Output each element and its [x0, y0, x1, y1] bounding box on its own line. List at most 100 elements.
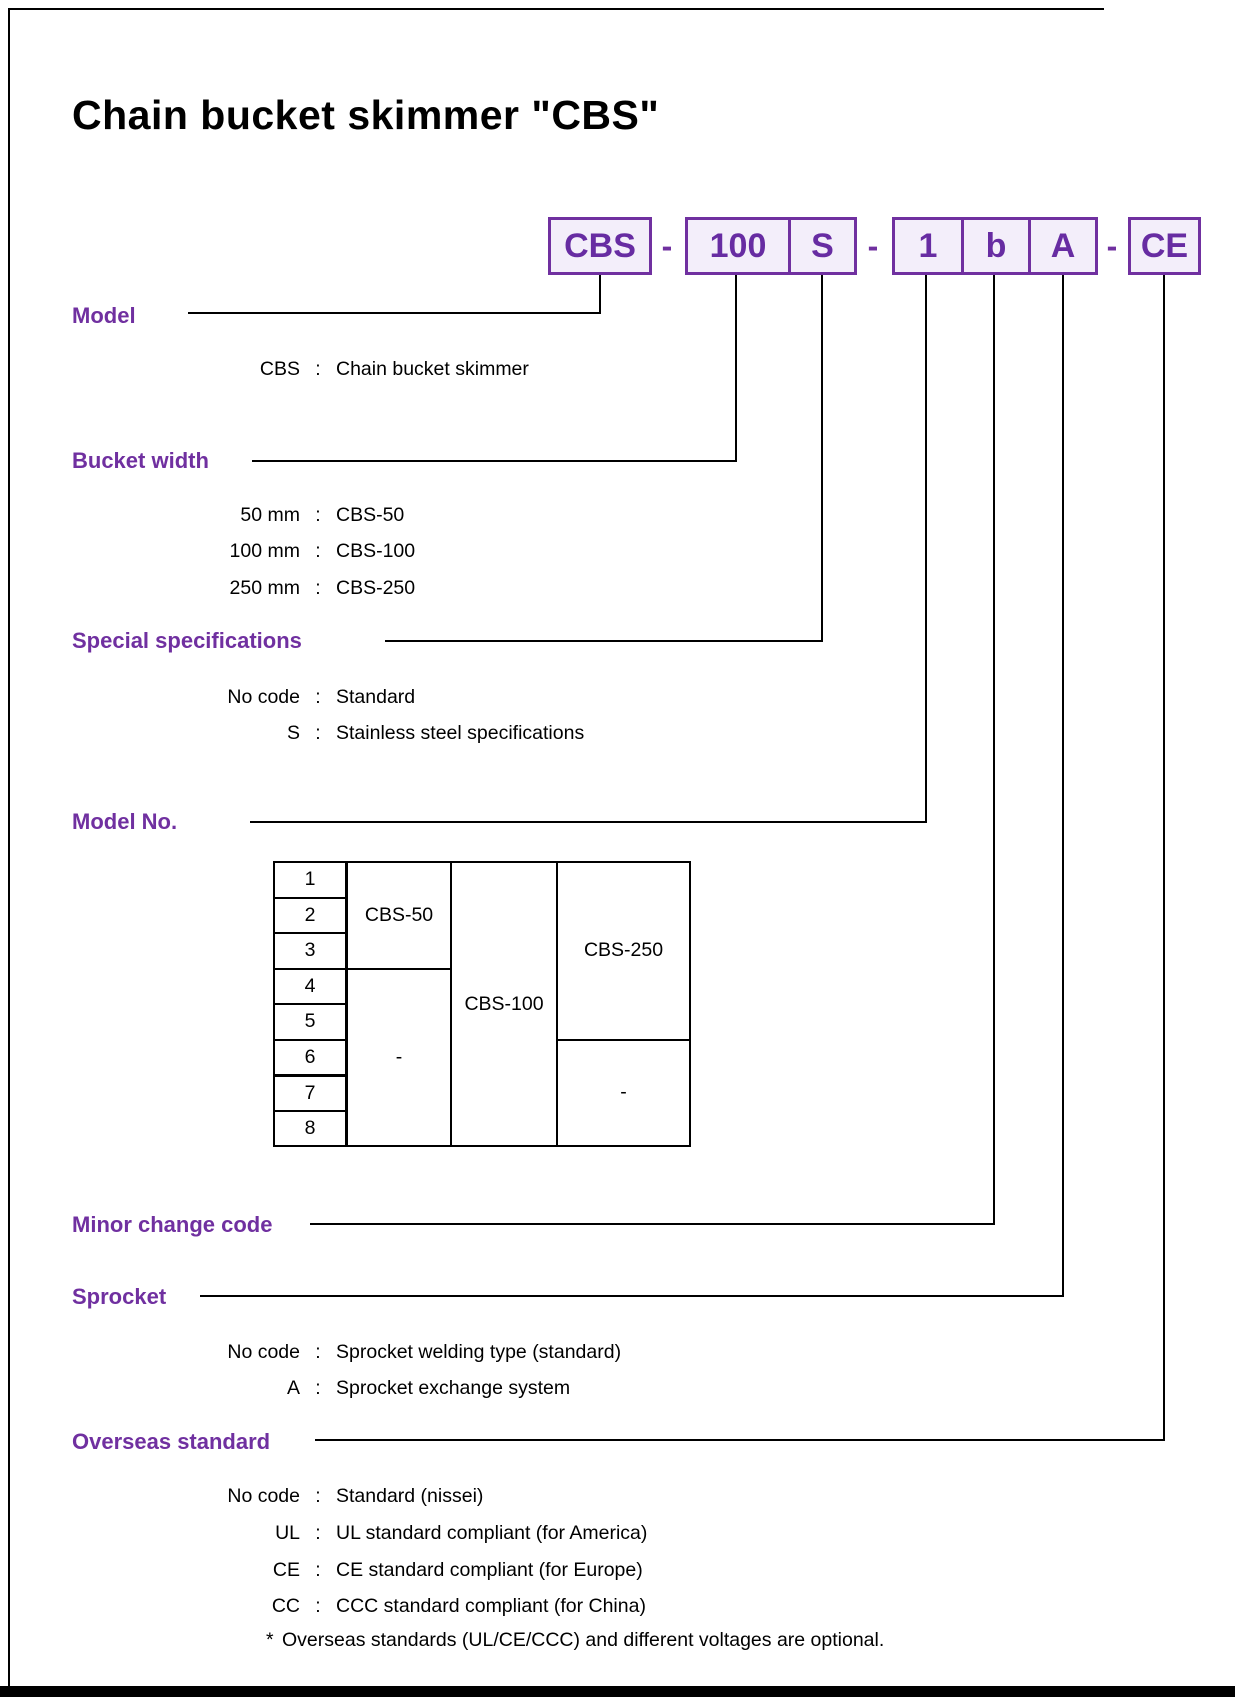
- connector-model-vline: [599, 275, 601, 314]
- spec-row-value: CBS-50: [336, 504, 405, 526]
- spec-row-colon: :: [315, 686, 321, 708]
- spec-row-label: No code: [227, 1485, 300, 1507]
- connector-sprocket-vline: [1062, 275, 1064, 1297]
- code-box-modelno-minor-sprocket: 1 b A: [892, 217, 1098, 275]
- table-row: 5: [273, 1003, 690, 1041]
- spec-row-colon: :: [315, 540, 321, 562]
- spec-row-label: 100 mm: [229, 540, 300, 562]
- page-title: Chain bucket skimmer "CBS": [72, 92, 660, 138]
- cbs250-dash-cell: -: [556, 1038, 691, 1147]
- connector-overseas-vline: [1163, 275, 1165, 1441]
- spec-row-value: CCC standard compliant (for China): [336, 1595, 646, 1617]
- spec-row-colon: :: [315, 1559, 321, 1581]
- footnote-text: Overseas standards (UL/CE/CCC) and diffe…: [282, 1629, 885, 1651]
- spec-row-value: Stainless steel specifications: [336, 722, 585, 744]
- section-heading-sprocket: Sprocket: [72, 1284, 167, 1309]
- table-row: 1 CBS-50 CBS-100 CBS-250: [273, 861, 691, 1147]
- connector-model-hline: [188, 312, 601, 314]
- spec-row-label: No code: [227, 686, 300, 708]
- table-row: 4 -: [273, 967, 690, 1147]
- table-row: 6 -: [273, 1038, 691, 1147]
- spec-row-sprocket-no-code: No code : Sprocket welding type (standar…: [100, 1339, 621, 1365]
- spec-row-value: Standard (nissei): [336, 1485, 484, 1507]
- spec-row-model-cbs: CBS : Chain bucket skimmer: [100, 356, 529, 382]
- connector-special-spec-vline: [821, 275, 823, 642]
- spec-row-colon: :: [315, 577, 321, 599]
- spec-row-colon: :: [315, 1485, 321, 1507]
- row-number-cell: 6: [273, 1038, 348, 1077]
- code-box-model: CBS: [548, 217, 652, 275]
- spec-row-colon: :: [315, 1595, 321, 1617]
- spec-row-label: UL: [275, 1522, 300, 1544]
- spec-row-overseas-ce: CE : CE standard compliant (for Europe): [100, 1557, 643, 1583]
- spec-row-colon: :: [315, 1522, 321, 1544]
- table-row: 7: [273, 1074, 690, 1112]
- spec-row-label: S: [286, 722, 300, 744]
- cbs50-dash-cell: -: [345, 967, 452, 1147]
- code-cell-cbs: CBS: [564, 226, 636, 265]
- spec-row-overseas-ul: UL : UL standard compliant (for America): [100, 1520, 647, 1546]
- spec-row-sprocket-a: A : Sprocket exchange system: [100, 1375, 570, 1401]
- code-cell-1: 1: [918, 226, 938, 265]
- spec-row-50mm: 50 mm : CBS-50: [100, 502, 404, 528]
- code-cell-a: A: [1028, 220, 1095, 272]
- spec-row-colon: :: [315, 358, 321, 380]
- connector-overseas-hline: [315, 1439, 1165, 1441]
- spec-row-value: Chain bucket skimmer: [336, 358, 529, 380]
- row-number-cell: 5: [273, 1003, 348, 1041]
- code-cell-b: b: [961, 220, 1028, 272]
- section-heading-bucket-width: Bucket width: [72, 448, 209, 473]
- spec-row-label: CC: [271, 1595, 300, 1617]
- page-frame-bottom-bar: [0, 1686, 1235, 1697]
- row-number-cell: 3: [273, 932, 348, 970]
- section-heading-overseas-standard: Overseas standard: [72, 1429, 271, 1454]
- row-number-cell: 8: [273, 1109, 348, 1147]
- spec-row-label: 50 mm: [240, 504, 300, 526]
- spec-row-s-stainless: S : Stainless steel specifications: [100, 720, 584, 746]
- spec-row-250mm: 250 mm : CBS-250: [100, 575, 416, 601]
- connector-bucket-width-hline: [252, 460, 737, 462]
- code-dash-2: -: [867, 227, 879, 264]
- spec-row-label: CE: [272, 1559, 300, 1581]
- footnote-marker: *: [266, 1629, 274, 1651]
- model-no-table: 1 CBS-50 CBS-100 CBS-250 2 3 4 - 5 6 - 7…: [273, 861, 691, 1147]
- code-cell-ce: CE: [1140, 226, 1189, 265]
- spec-row-100mm: 100 mm : CBS-100: [100, 538, 416, 564]
- cbs100-cell: CBS-100: [450, 861, 558, 1147]
- spec-row-value: Standard: [336, 686, 416, 708]
- spec-row-value: Sprocket welding type (standard): [336, 1341, 622, 1363]
- connector-bucket-width-vline: [735, 275, 737, 462]
- connector-model-no-vline: [925, 275, 927, 823]
- connector-special-spec-hline: [385, 640, 823, 642]
- connector-sprocket-hline: [200, 1295, 1064, 1297]
- overseas-footnote: * Overseas standards (UL/CE/CCC) and dif…: [266, 1627, 884, 1653]
- spec-row-overseas-cc: CC : CCC standard compliant (for China): [100, 1593, 646, 1619]
- spec-row-label: CBS: [259, 358, 300, 380]
- code-dash-1: -: [661, 227, 673, 264]
- row-number-cell: 2: [273, 896, 348, 934]
- table-row: 8: [273, 1109, 690, 1147]
- code-cell-s: S: [788, 220, 854, 272]
- section-heading-minor-change-code: Minor change code: [72, 1212, 273, 1237]
- spec-row-no-code-standard: No code : Standard: [100, 684, 415, 710]
- spec-row-value: Sprocket exchange system: [336, 1377, 571, 1399]
- row-number-cell: 7: [273, 1074, 348, 1112]
- spec-row-overseas-no-code: No code : Standard (nissei): [100, 1483, 483, 1509]
- spec-row-colon: :: [315, 1377, 321, 1399]
- page-frame-top-border: [8, 8, 1104, 10]
- connector-minor-change-hline: [310, 1223, 995, 1225]
- spec-row-colon: :: [315, 722, 321, 744]
- code-box-overseas: CE: [1128, 217, 1201, 275]
- section-heading-model-no: Model No.: [72, 809, 178, 834]
- code-cell-100: 100: [709, 226, 767, 265]
- table-row: 3: [273, 932, 690, 970]
- cbs250-cell: CBS-250: [556, 861, 691, 1041]
- spec-row-label: No code: [227, 1341, 300, 1363]
- connector-model-no-hline: [250, 821, 927, 823]
- spec-row-value: CBS-250: [336, 577, 416, 599]
- spec-row-value: CE standard compliant (for Europe): [336, 1559, 643, 1581]
- row-number-cell: 4: [273, 967, 348, 1005]
- spec-row-value: UL standard compliant (for America): [336, 1522, 648, 1544]
- code-box-width-spec: 100 S: [685, 217, 857, 275]
